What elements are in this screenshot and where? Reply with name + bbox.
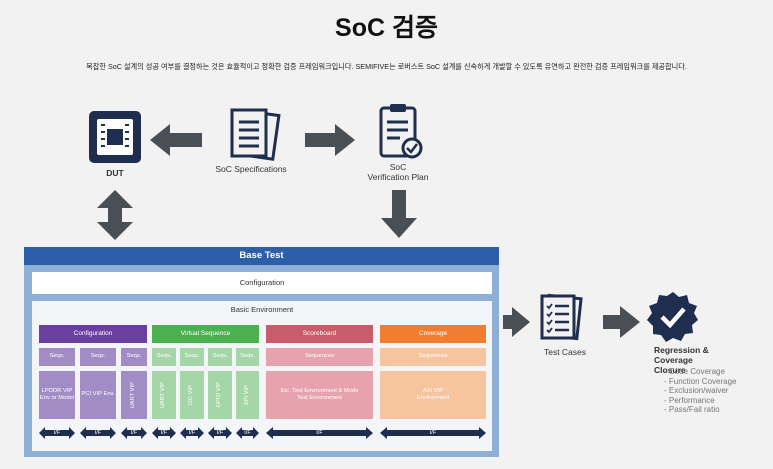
documents-icon xyxy=(230,108,281,161)
seqs-cell: Seqs. xyxy=(208,348,232,366)
double-arrow-icon xyxy=(380,427,486,439)
double-arrow-icon xyxy=(152,427,176,439)
vip-cell-gpio-text: GPIO VIP xyxy=(216,382,223,408)
checklist-icon xyxy=(540,293,583,341)
vip-cell-spi: SPI VIP xyxy=(236,371,259,419)
double-arrow-icon xyxy=(39,427,75,439)
arrow-right-icon xyxy=(603,306,640,338)
specs-label: SoC Specifications xyxy=(215,164,287,174)
vip-cell-gpio: GPIO VIP xyxy=(208,371,232,419)
vip-cell-i2c: I2C VIP xyxy=(180,371,204,419)
interface-label: I/F xyxy=(94,430,102,436)
chip-icon xyxy=(89,111,141,163)
arrow-right-icon xyxy=(503,307,530,337)
interface-arrow: I/F xyxy=(380,427,486,439)
double-arrow-icon xyxy=(266,427,373,439)
column-header-virtual-sequence: Virtual Sequence xyxy=(152,325,259,343)
interface-arrow: I/F xyxy=(39,427,75,439)
basic-environment-title: Basic Environment xyxy=(230,305,294,314)
base-test-header: Base Test xyxy=(24,247,499,265)
seqs-cell: Seqs. xyxy=(152,348,176,366)
interface-label: I/F xyxy=(130,430,138,436)
interface-arrow: I/F xyxy=(121,427,147,439)
seqs-cell: Seqs. xyxy=(121,348,147,366)
regression-label: Regression & Coverage Closure xyxy=(636,345,714,376)
interface-label: I/F xyxy=(53,430,61,436)
interface-arrow: I/F xyxy=(236,427,259,439)
vip-cell-spi-text: SPI VIP xyxy=(243,384,250,406)
page-title: SoC 검증 xyxy=(335,14,438,42)
vip-cell-lpddr: LPDDR VIP Env or Model xyxy=(39,371,75,419)
column-header-coverage: Coverage xyxy=(380,325,486,343)
vip-cell-uart: UART VIP xyxy=(152,371,176,419)
regression-line2: Coverage Closure xyxy=(654,355,693,376)
interface-label: I/F xyxy=(216,430,224,436)
double-arrow-icon xyxy=(121,427,147,439)
arrow-updown-icon xyxy=(97,190,133,240)
seqs-cell: Seqs. xyxy=(180,348,204,366)
arrow-left-icon xyxy=(150,124,202,156)
axi-vip-environment-cell: AXI VIP Environment xyxy=(380,371,486,419)
seqs-cell: Seqs. xyxy=(236,348,259,366)
vip-cell-uart-text: UART VIP xyxy=(130,381,137,409)
verified-badge-icon xyxy=(647,292,698,342)
verification-plan-label: SoC Verification Plan xyxy=(348,162,448,183)
clipboard-icon xyxy=(379,104,423,159)
test-cases-label: Test Cases xyxy=(543,347,587,357)
interface-arrow: I/F xyxy=(180,427,204,439)
double-arrow-icon xyxy=(180,427,204,439)
vip-cell-i2c-text: I2C VIP xyxy=(188,385,195,405)
regression-line1: Regression & xyxy=(654,345,709,355)
vip-cell-uart: UART VIP xyxy=(121,371,147,419)
page-subtitle: 복잡한 SoC 설계의 성공 여부를 결정하는 것은 효율적이고 정확한 검증 … xyxy=(86,62,687,71)
regression-item: - Function Coverage xyxy=(664,376,737,386)
interface-arrow: I/F xyxy=(266,427,373,439)
column-header-configuration: Configuration xyxy=(39,325,147,343)
regression-list: - Code Coverage - Function Coverage - Ex… xyxy=(664,367,769,415)
sequences-cell: Sequences xyxy=(380,348,486,366)
interface-label: I/F xyxy=(316,430,323,436)
column-header-scoreboard: Scoreboard xyxy=(266,325,373,343)
seqs-cell: Seqs. xyxy=(80,348,116,366)
verification-plan-line1: SoC xyxy=(389,162,407,172)
arrow-down-icon xyxy=(381,190,417,238)
interface-label: I/F xyxy=(160,430,168,436)
regression-item: - Performance xyxy=(664,395,715,405)
double-arrow-icon xyxy=(236,427,259,439)
seqs-cell: Seqs. xyxy=(39,348,75,366)
arrow-right-icon xyxy=(305,124,355,156)
verification-plan-line2: Verification Plan xyxy=(367,171,429,182)
configuration-box: Configuration xyxy=(32,272,492,294)
double-arrow-icon xyxy=(80,427,116,439)
dut-label: DUT xyxy=(106,168,124,178)
interface-label: I/F xyxy=(244,430,251,436)
interface-arrow: I/F xyxy=(80,427,116,439)
interface-label: I/F xyxy=(188,430,196,436)
interface-arrow: I/F xyxy=(208,427,232,439)
vip-cell-pci: PCI VIP Env. xyxy=(80,371,116,419)
test-environment-cell: Etc. Test Environment & Mode Test Enviro… xyxy=(266,371,373,419)
interface-arrow: I/F xyxy=(152,427,176,439)
interface-label: I/F xyxy=(429,430,437,436)
double-arrow-icon xyxy=(208,427,232,439)
regression-item: - Pass/Fail ratio xyxy=(664,405,720,414)
regression-item: - Code Coverage xyxy=(664,367,725,376)
sequences-cell: Sequences xyxy=(266,348,373,366)
vip-cell-uart-text: UART VIP xyxy=(160,381,167,409)
regression-item: - Exclusion/waiver xyxy=(664,386,729,395)
